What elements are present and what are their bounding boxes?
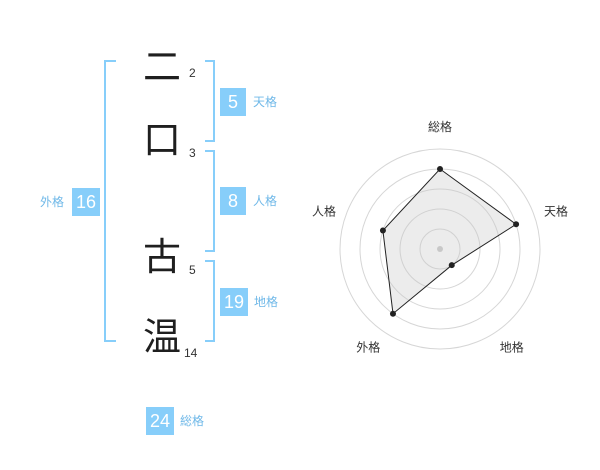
radar-axis-label: 天格 <box>544 203 568 218</box>
soukaku-value: 24 <box>146 407 174 435</box>
chikaku-bracket <box>205 260 215 342</box>
stroke-count-1: 2 <box>189 66 196 80</box>
jinkaku-value: 8 <box>220 187 246 215</box>
tenkaku-value: 5 <box>220 88 246 116</box>
jinkaku-bracket <box>205 150 215 252</box>
tenkaku-label: 天格 <box>253 95 278 109</box>
soukaku-label: 総格 <box>180 414 205 428</box>
radar-point-3 <box>448 262 455 269</box>
name-char-4: 温 <box>142 315 181 359</box>
radar-grid-ring <box>419 228 461 270</box>
chikaku-value: 19 <box>220 288 248 316</box>
radar-grid-ring <box>339 148 541 350</box>
radar-grid-ring <box>379 188 501 310</box>
stroke-count-2: 3 <box>189 146 196 160</box>
gaikaku-bracket <box>104 60 116 342</box>
radar-axis-label: 地格 <box>500 340 524 355</box>
name-char-2: 口 <box>142 118 181 162</box>
radar-point-1 <box>437 166 443 172</box>
radar-axis-label: 外格 <box>356 340 380 355</box>
radar-point-4 <box>389 310 396 317</box>
tenkaku-bracket <box>205 60 215 142</box>
gaikaku-value: 16 <box>72 188 100 216</box>
radar-area <box>382 168 517 315</box>
radar-center-dot <box>437 246 443 252</box>
gaikaku-label: 外格 <box>40 195 65 209</box>
radar-axis-label: 総格 <box>428 119 452 134</box>
name-char-1: 二 <box>142 45 181 89</box>
name-char-3: 古 <box>142 235 181 279</box>
jinkaku-label: 人格 <box>253 194 278 208</box>
chikaku-label: 地格 <box>254 295 279 309</box>
radar-point-5 <box>379 227 386 234</box>
stroke-count-3: 5 <box>189 263 196 277</box>
radar-grid-ring <box>399 208 481 290</box>
radar-axis-label: 人格 <box>312 203 336 218</box>
stroke-count-4: 14 <box>184 346 198 360</box>
radar-point-2 <box>513 221 520 228</box>
